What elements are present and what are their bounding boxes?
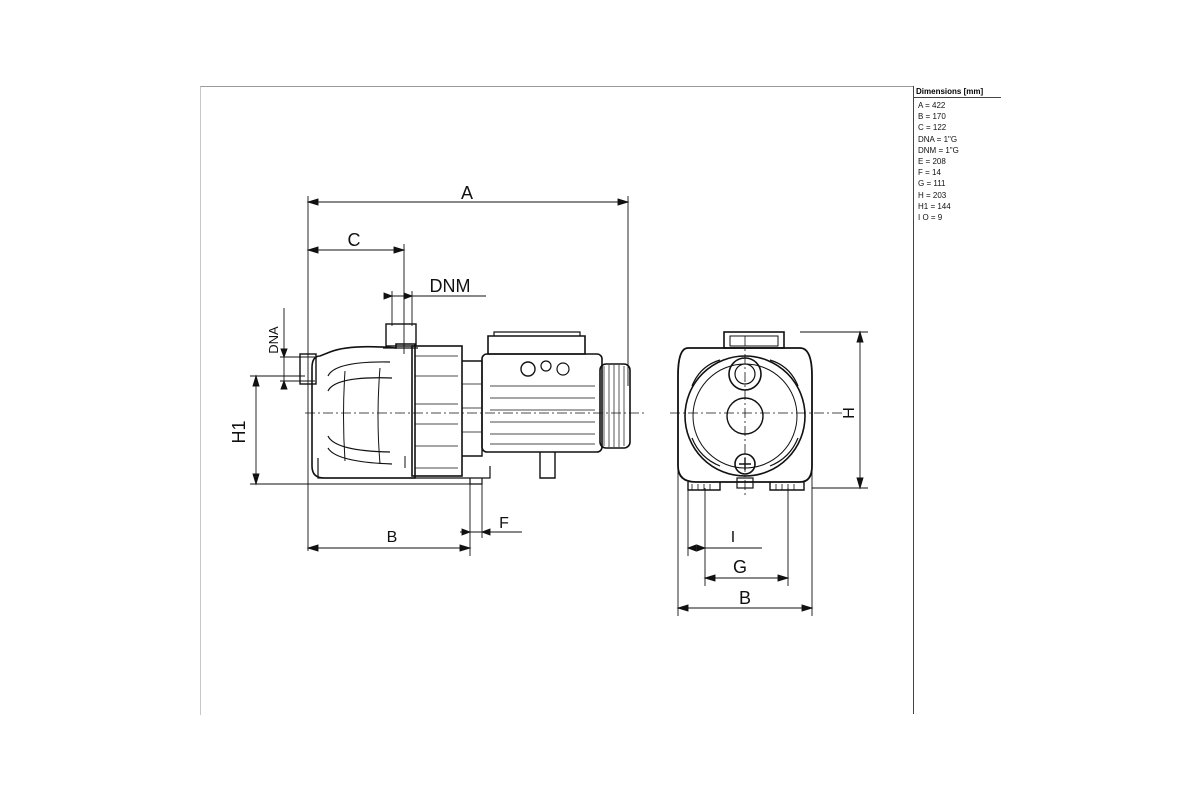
dimension-item: F = 14 <box>918 168 941 178</box>
label-A: A <box>461 183 473 203</box>
label-DNA: DNA <box>266 326 281 354</box>
dimension-item: I O = 9 <box>918 213 943 223</box>
dimension-item: H1 = 144 <box>918 201 951 211</box>
label-G: G <box>733 557 747 577</box>
label-DNM: DNM <box>430 276 471 296</box>
label-B-side: B <box>387 529 398 546</box>
label-H1: H1 <box>229 420 249 443</box>
pump-front-view <box>670 331 843 496</box>
dimensions-list: A = 422 B = 170 C = 122 DNA = 1"G DNM = … <box>914 98 1001 223</box>
dimension-item: A = 422 <box>918 101 946 110</box>
dimension-item: B = 170 <box>918 112 946 122</box>
dimension-item: DNA = 1"G <box>918 134 958 144</box>
label-F: F <box>499 515 509 532</box>
pump-dimension-drawing: A C DNM DNA H1 B F H I G B <box>229 183 868 616</box>
dimension-item: C = 122 <box>918 123 947 133</box>
label-I: I <box>731 529 735 546</box>
dimension-item: G = 111 <box>918 179 946 189</box>
side-dimension-lines <box>250 196 630 556</box>
label-H: H <box>841 407 858 419</box>
label-B-front: B <box>739 588 751 608</box>
panel-title: Dimensions [mm] <box>914 86 1001 98</box>
label-C: C <box>348 230 361 250</box>
front-dimension-lines <box>676 330 868 616</box>
dimensions-panel: Dimensions [mm] A = 422 B = 170 C = 122 … <box>913 86 1001 714</box>
dimension-item: DNM = 1"G <box>918 145 959 155</box>
pump-side-view <box>299 323 645 485</box>
dimension-item: H = 203 <box>918 190 947 200</box>
dimension-item: E = 208 <box>918 157 946 167</box>
drawing-frame <box>200 86 1001 715</box>
